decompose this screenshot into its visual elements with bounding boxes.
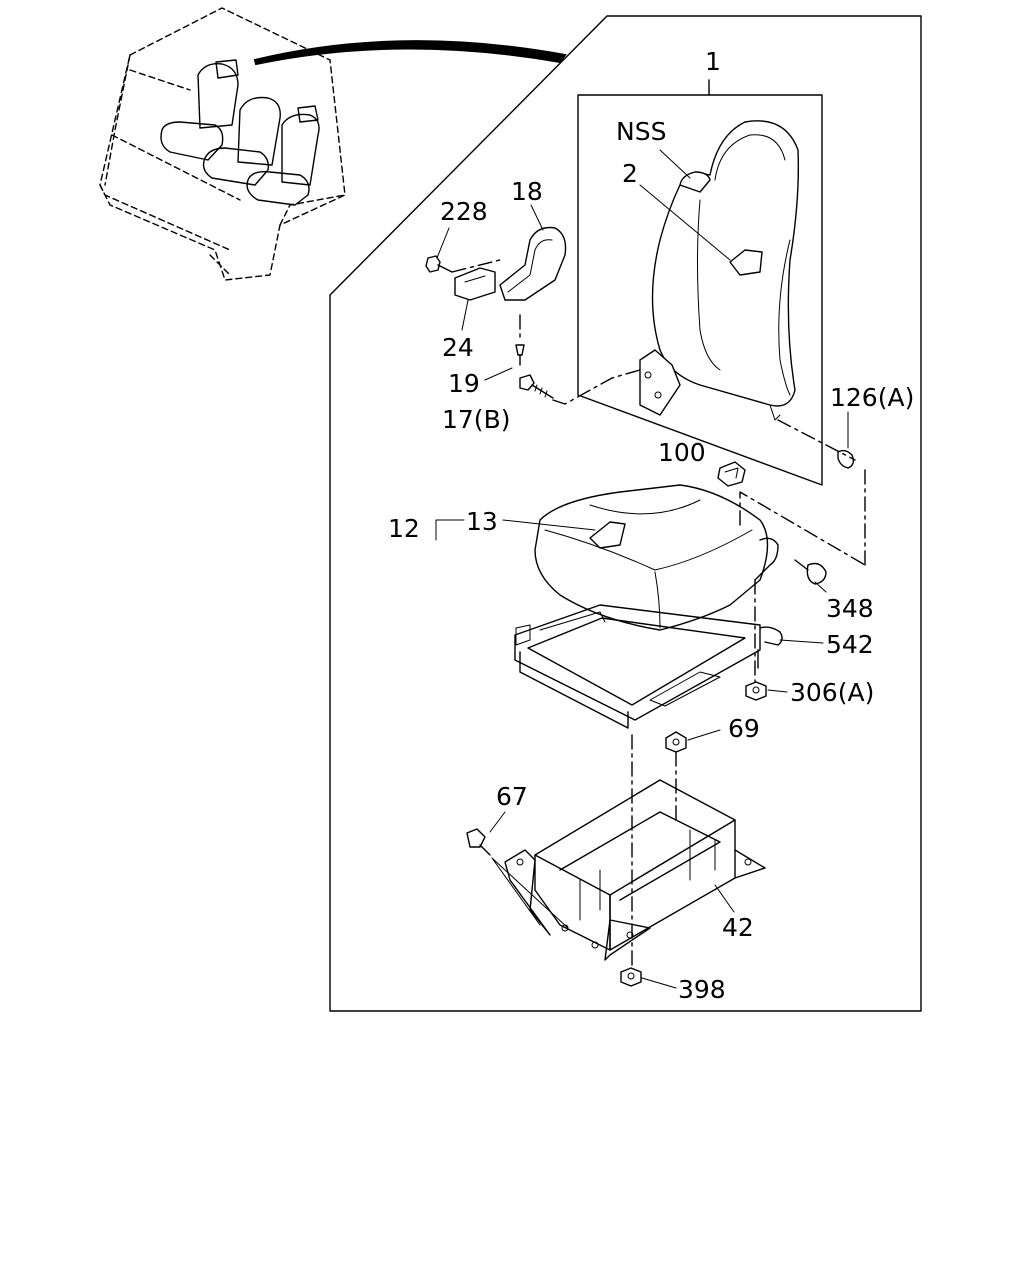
label-part-nss: NSS [616,117,666,146]
label-part-24: 24 [442,333,474,362]
label-part-1: 1 [705,47,721,76]
label-part-69: 69 [728,714,760,743]
label-part-398: 398 [678,975,726,1004]
label-part-100: 100 [658,438,706,467]
label-part-126a: 126(A) [830,383,914,412]
label-part-306a: 306(A) [790,678,874,707]
detail-frame [329,15,922,1012]
label-part-228: 228 [440,197,488,226]
label-part-67: 67 [496,782,528,811]
label-part-2: 2 [622,159,638,188]
label-part-17b: 17(B) [442,405,510,434]
seat-base-riser [466,734,766,987]
clip-parts [717,419,866,566]
label-part-542: 542 [826,630,874,659]
cab-overview-illustration [99,7,567,281]
label-part-18: 18 [511,177,543,206]
label-part-348: 348 [826,594,874,623]
seat-cushion [534,484,866,631]
seat-back-assembly [577,79,823,486]
label-part-13: 13 [466,507,498,536]
label-part-19: 19 [448,369,480,398]
leader-lines [435,149,849,989]
label-part-42: 42 [722,913,754,942]
seat-rail-frame [514,579,783,729]
label-part-12: 12 [388,514,420,543]
fasteners [665,559,827,753]
part-number-labels: 1 NSS 2 18 228 24 19 17(B) 126(A) 100 12… [388,47,914,1004]
lever-cover-parts [425,226,641,405]
